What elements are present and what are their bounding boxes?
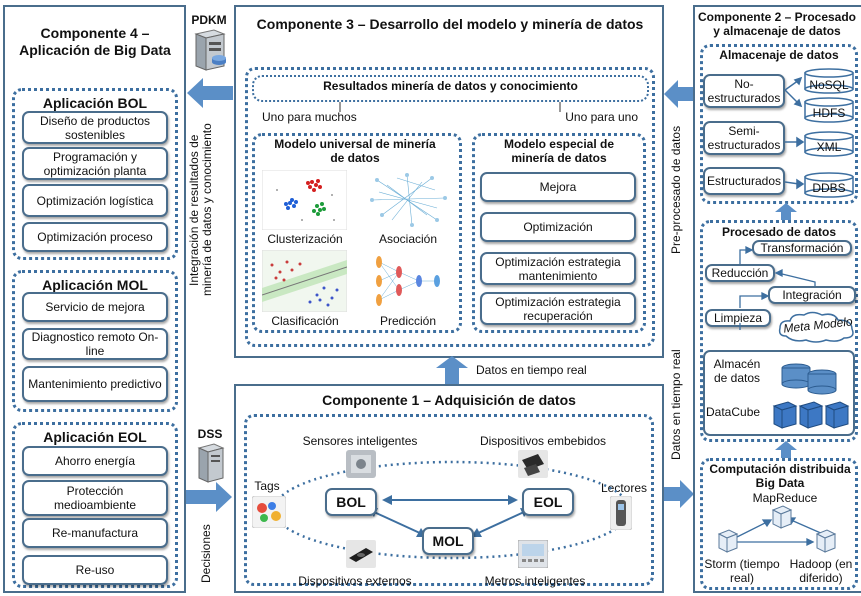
app-eol-item-4: Re-uso bbox=[22, 555, 168, 585]
results-connectors bbox=[339, 102, 561, 112]
dss-label: DSS bbox=[197, 427, 223, 441]
mapreduce-diagram bbox=[717, 505, 837, 553]
component4-title: Componente 4 – Aplicación de Big Data bbox=[19, 25, 171, 58]
sensor-icon bbox=[346, 450, 376, 478]
metros-label: Metros inteligentes bbox=[484, 574, 586, 588]
pdkm-server-icon bbox=[194, 29, 226, 71]
especial-item-recuperacion: Optimización estrategia recuperación bbox=[480, 292, 636, 325]
ddbs-cylinder bbox=[804, 172, 854, 198]
prediccion-label: Predicción bbox=[379, 314, 437, 328]
hdfs-cylinder bbox=[804, 97, 854, 123]
xml-cylinder bbox=[804, 131, 854, 157]
results-label: Resultados minería de datos y conocimien… bbox=[323, 79, 578, 93]
decisiones-label: Decisiones bbox=[199, 524, 213, 584]
lectores-label: Lectores bbox=[600, 481, 648, 495]
realtime-label-vertical: Datos en tiempo real bbox=[669, 349, 683, 461]
app-eol-item-1: Ahorro energía bbox=[22, 446, 168, 476]
arrow-to-component4 bbox=[187, 78, 233, 108]
transformacion-box: Transformación bbox=[752, 240, 852, 256]
clusterizacion-label: Clusterización bbox=[267, 232, 343, 246]
hdfs-label: HDFS bbox=[812, 106, 846, 120]
eol-node: EOL bbox=[522, 488, 574, 516]
app-bol-item-4: Optimización proceso bbox=[22, 222, 168, 252]
app-eol-title: Aplicación EOL bbox=[43, 429, 147, 445]
integracion-box: Integración bbox=[768, 286, 856, 304]
almacenaje-title: Almacenaje de datos bbox=[719, 48, 839, 62]
datacube-label: DataCube bbox=[706, 405, 761, 419]
arrow-to-component3 bbox=[664, 80, 694, 108]
hadoop-label: Hadoop (en diferido) bbox=[789, 557, 853, 585]
mol-node: MOL bbox=[422, 527, 474, 555]
storm-label: Storm (tiempo real) bbox=[704, 557, 780, 585]
universal-model-title: Modelo universal de minería de datos bbox=[274, 137, 436, 165]
smart-meter-icon bbox=[518, 540, 548, 568]
clasificacion-image bbox=[262, 250, 347, 312]
component3-title: Componente 3 – Desarrollo del modelo y m… bbox=[256, 16, 644, 32]
almacen-box bbox=[703, 350, 855, 436]
embebidos-label: Dispositivos embebidos bbox=[479, 434, 607, 448]
uno-para-muchos: Uno para muchos bbox=[262, 110, 357, 124]
app-eol-item-2: Protección medioambiente bbox=[22, 480, 168, 516]
datacube-icon bbox=[772, 363, 850, 429]
computacion-title: Computación distribuida Big Data bbox=[709, 462, 851, 490]
arrow-up-procesado bbox=[775, 203, 797, 221]
procesado-title: Procesado de datos bbox=[721, 225, 837, 239]
asociacion-label: Asociación bbox=[378, 232, 438, 246]
storage-arrows bbox=[785, 76, 805, 190]
realtime-label-horizontal: Datos en tiempo real bbox=[476, 363, 587, 377]
app-eol-item-3: Re-manufactura bbox=[22, 518, 168, 548]
pdkm-label: PDKM bbox=[191, 13, 227, 27]
external-device-icon bbox=[346, 540, 376, 568]
clusterizacion-image bbox=[262, 170, 347, 230]
nosql-cylinder bbox=[804, 68, 854, 94]
arrow-to-component4-dss bbox=[186, 482, 232, 512]
prediccion-image bbox=[376, 256, 440, 306]
especial-item-optimizacion: Optimización bbox=[480, 212, 636, 242]
reduccion-box: Reducción bbox=[705, 264, 775, 282]
embedded-device-icon bbox=[518, 450, 548, 478]
limpieza-box: Limpieza bbox=[705, 309, 771, 327]
app-bol-title: Aplicación BOL bbox=[42, 95, 148, 111]
reader-icon bbox=[610, 496, 632, 530]
asociacion-image bbox=[370, 173, 447, 227]
dss-server-icon bbox=[197, 443, 225, 483]
especial-model-title: Modelo especial de minería de datos bbox=[503, 137, 615, 165]
externos-label: Dispositivos externos bbox=[298, 574, 412, 588]
results-box bbox=[252, 75, 649, 102]
especial-item-mantenimiento: Optimización estrategia mantenimiento bbox=[480, 252, 636, 285]
xml-label: XML bbox=[816, 140, 842, 154]
tags-icon bbox=[252, 496, 286, 528]
semi-estructurados-box: Semi-estructurados bbox=[703, 121, 785, 155]
arrow-up-computacion bbox=[775, 441, 797, 459]
sensores-label: Sensores inteligentes bbox=[302, 434, 418, 448]
component1-title: Componente 1 – Adquisición de datos bbox=[322, 392, 576, 408]
meta-modelo-cloud bbox=[778, 311, 854, 343]
app-bol-item-2: Programación y optimización planta bbox=[22, 147, 168, 180]
app-bol-item-1: Diseño de productos sostenibles bbox=[22, 111, 168, 144]
arrow-to-component2 bbox=[664, 480, 694, 508]
uno-para-uno: Uno para uno bbox=[565, 110, 638, 124]
arrow-up-realtime bbox=[436, 356, 468, 384]
ddbs-label: DDBS bbox=[812, 181, 846, 195]
preprocesado-label: Pre-procesado de datos bbox=[669, 125, 683, 255]
no-estructurados-box: No-estructurados bbox=[703, 74, 785, 108]
component2-title: Componente 2 – Procesado y almacenaje de… bbox=[697, 10, 857, 38]
app-mol-item-2: Diagnostico remoto On-line bbox=[22, 328, 168, 360]
bol-node: BOL bbox=[325, 488, 377, 516]
almacen-label: Almacén de datos bbox=[713, 357, 761, 385]
estructurados-box: Estructurados bbox=[703, 167, 785, 195]
tags-label: Tags bbox=[254, 479, 280, 493]
procesado-flow-arrows bbox=[739, 245, 816, 330]
especial-item-mejora: Mejora bbox=[480, 172, 636, 202]
app-mol-title: Aplicación MOL bbox=[42, 277, 148, 293]
app-bol-item-3: Optimización logística bbox=[22, 184, 168, 217]
integracion-arrow-label: Integración de resultados de minería de … bbox=[187, 123, 214, 297]
app-mol-item-3: Mantenimiento predictivo bbox=[22, 366, 168, 402]
mapreduce-label: MapReduce bbox=[752, 491, 818, 505]
clasificacion-label: Clasificación bbox=[271, 314, 339, 328]
nosql-label: NoSQL bbox=[809, 78, 849, 92]
app-mol-item-1: Servicio de mejora bbox=[22, 292, 168, 322]
